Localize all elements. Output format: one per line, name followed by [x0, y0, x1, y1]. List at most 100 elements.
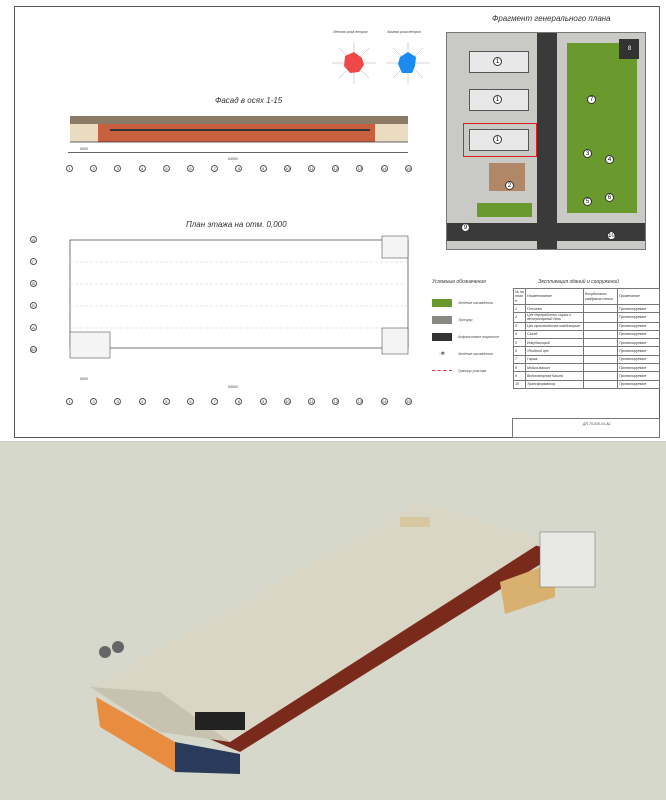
explication-cell — [583, 303, 618, 314]
explication-cell — [583, 371, 618, 381]
explication-cell: Цех переработки сырья и ветеринарный бло… — [525, 312, 584, 323]
explication-cell — [583, 363, 618, 373]
axis-marker: 10 — [283, 398, 291, 405]
row-marker: Д — [30, 236, 37, 243]
explication-cell: Трансформатор — [525, 379, 584, 389]
legend-label: Зелёные насаждения — [458, 351, 493, 356]
legend-title: Условные обозначения — [432, 279, 486, 285]
tree-icon: ·✲ — [439, 350, 445, 357]
axis-marker: 11 — [308, 165, 316, 172]
explication-cell: Цех производства комбикорма — [525, 321, 584, 331]
row-marker: А/1 — [30, 346, 38, 353]
plan-total-dimension: 84000 — [228, 385, 238, 389]
legend-swatch — [432, 298, 452, 307]
floor-plan-drawing — [69, 235, 409, 359]
sheet-frame — [14, 6, 660, 438]
wind-roses — [332, 42, 430, 84]
legend-swatch — [432, 332, 452, 341]
explication-cell: Птичник — [525, 303, 584, 314]
explication-cell: Инкубаторий — [525, 338, 584, 348]
siteplan-title: Фрагмент генерального плана — [492, 14, 611, 23]
axis-marker: 12 — [332, 398, 340, 405]
axis-marker: 5 — [162, 165, 170, 172]
legend-swatch — [432, 370, 452, 371]
axis-marker: 7 — [211, 398, 219, 405]
building-3d-render — [0, 442, 666, 800]
plan-span-dimension: 6000 — [80, 377, 88, 381]
site-label: 1 — [493, 95, 502, 104]
legend-label: Граница участка — [458, 368, 487, 373]
explication-header: № на плане — [513, 288, 526, 305]
explication-cell: Проектируемое — [617, 371, 660, 381]
explication-cell: Проектируемое — [617, 321, 660, 331]
drawing-code: ДП-70-810-01-АС — [583, 422, 611, 426]
explication-cell — [583, 312, 618, 323]
explication-cell: Убойный цех — [525, 346, 584, 356]
site-label: 1 — [493, 57, 502, 66]
legend-label: Зелёные насаждения — [458, 300, 493, 305]
explication-cell: 1 — [513, 303, 526, 314]
row-marker: В — [30, 280, 37, 287]
explication-cell: Проектируемое — [617, 379, 660, 389]
axis-marker: 13 — [356, 398, 364, 405]
explication-cell — [583, 379, 618, 389]
legend: Зелёные насаждения Тротуар Асфальтовое п… — [432, 294, 499, 379]
site-label: 7 — [587, 95, 596, 104]
explication-cell: Проектируемое — [617, 303, 660, 314]
explication-cell: 8 — [513, 363, 526, 373]
axis-marker: 12 — [332, 165, 340, 172]
explication-cell: Проектируемое — [617, 338, 660, 348]
axis-marker: 10 — [283, 165, 291, 172]
axis-marker: 13 — [356, 165, 364, 172]
facade-span-dimension: 6000 — [80, 147, 88, 151]
axis-marker: 11 — [308, 398, 316, 405]
explication-cell — [583, 329, 618, 340]
explication-header: Координаты квадрата сетки — [583, 288, 618, 305]
axis-marker: 7 — [211, 165, 219, 172]
axis-marker: 15 — [404, 398, 412, 405]
explication-cell: 4 — [513, 329, 526, 340]
explication-header: Наименование — [525, 288, 584, 305]
axis-marker: 8 — [235, 165, 243, 172]
explication-cell: 7 — [513, 354, 526, 365]
explication-cell: Проектируемое — [617, 312, 660, 323]
render-image — [90, 502, 596, 774]
axis-marker: 6 — [187, 398, 195, 405]
plan-title: План этажа на отм. 0,000 — [186, 220, 287, 229]
axis-marker: 6 — [187, 165, 195, 172]
axis-marker: 14 — [380, 165, 388, 172]
axis-marker: 15 — [404, 165, 412, 172]
explication-cell: Проектируемое — [617, 346, 660, 356]
site-label: 9 — [461, 223, 470, 232]
legend-swatch — [432, 315, 452, 324]
axis-marker: 3 — [114, 398, 122, 405]
axis-marker: 4 — [138, 165, 146, 172]
axis-marker: 5 — [162, 398, 170, 405]
axis-marker: 2 — [90, 165, 98, 172]
site-label: 5 — [583, 197, 592, 206]
winter-wind-rose-title: Зимняя роза ветров — [387, 30, 421, 34]
site-plan: 1 1 1 2 3 4 5 6 7 8 9 10 — [446, 32, 646, 250]
explication-cell: Склад — [525, 329, 584, 340]
site-label: 4 — [605, 155, 614, 164]
site-label: 1 — [493, 135, 502, 144]
winter-rose-shape — [398, 52, 416, 73]
facade-total-dimension: 84000 — [228, 157, 238, 161]
site-label: 10 — [607, 231, 616, 240]
legend-label: Асфальтовое покрытие — [458, 334, 499, 339]
explication-cell — [583, 321, 618, 331]
row-marker: Г — [30, 258, 37, 265]
facade-title: Фасад в осях 1-15 — [215, 96, 283, 105]
drawing-sheet: Летняя роза ветров Зимняя роза ветров Фа… — [0, 6, 666, 442]
explication-cell: Проектируемое — [617, 329, 660, 340]
